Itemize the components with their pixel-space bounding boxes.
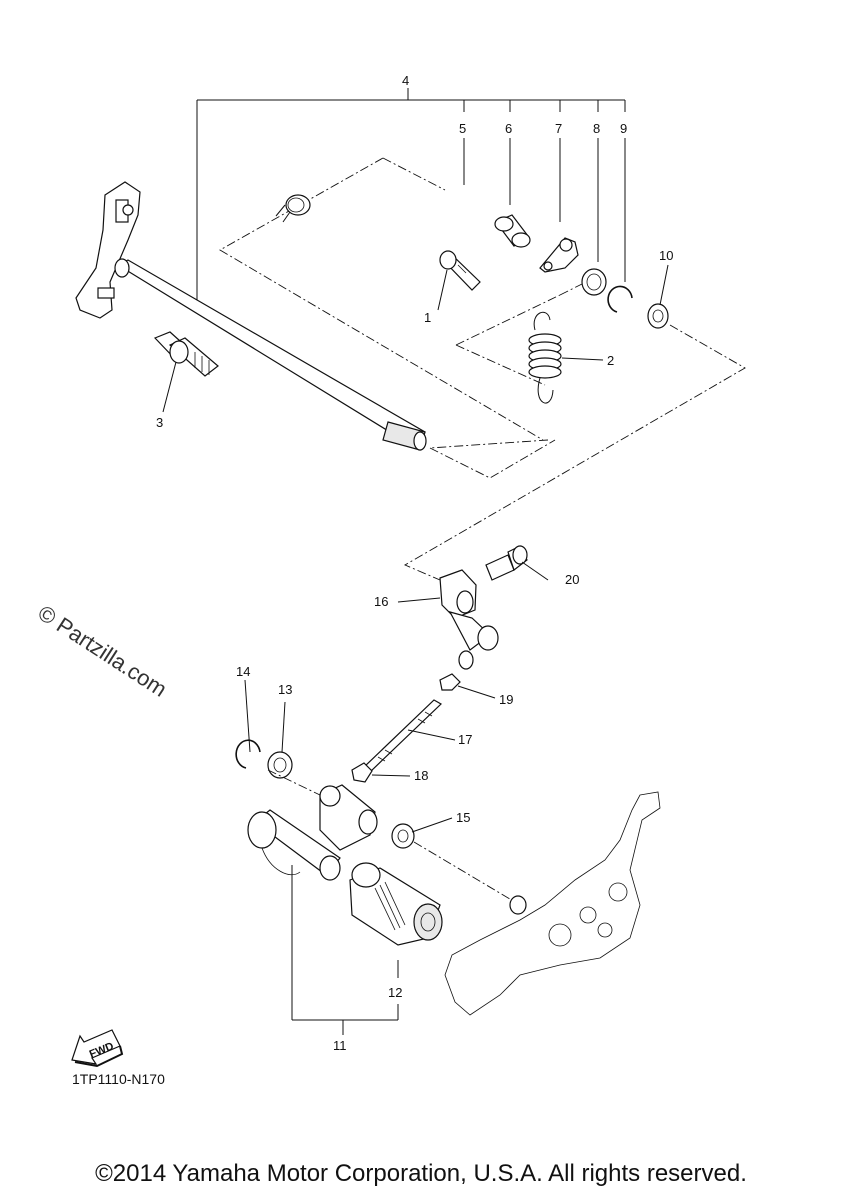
callout-label-10: 10 [659, 248, 673, 263]
part-3-stud-bolt [153, 331, 219, 377]
callout-label-1: 1 [424, 310, 431, 325]
copyright-notice: ©2014 Yamaha Motor Corporation, U.S.A. A… [95, 1160, 747, 1187]
callout-label-6: 6 [505, 121, 512, 136]
part-19-nut [439, 650, 474, 691]
callout-label-5: 5 [459, 121, 466, 136]
part-2-spring [528, 311, 562, 404]
callout-label-15: 15 [456, 810, 470, 825]
shift-shaft [75, 181, 427, 451]
part-13-washer [267, 751, 293, 779]
callout-label-2: 2 [607, 353, 614, 368]
part-11-shift-pedal [247, 784, 378, 881]
part-15-washer [391, 823, 415, 849]
callout-label-8: 8 [593, 121, 600, 136]
callout-label-18: 18 [414, 768, 428, 783]
callout-label-9: 9 [620, 121, 627, 136]
callout-label-19: 19 [499, 692, 513, 707]
part-6-collar [494, 214, 531, 248]
callout-label-16: 16 [374, 594, 388, 609]
fwd-arrow-icon: FWD [71, 1029, 124, 1068]
part-12-rubber [349, 862, 443, 946]
part-8-washer [581, 268, 607, 296]
part-20-bolt [485, 545, 528, 581]
part-16-shift-arm [439, 569, 499, 651]
callout-label-12: 12 [388, 985, 402, 1000]
callout-label-13: 13 [278, 682, 292, 697]
part-17-tie-rod [362, 699, 442, 773]
part-18-nut [351, 762, 373, 783]
part-10-washer [647, 303, 669, 329]
callout-label-3: 3 [156, 415, 163, 430]
callout-label-20: 20 [565, 572, 579, 587]
callout-label-11: 11 [333, 1038, 347, 1053]
part-14-circlip [235, 739, 261, 769]
part-1-pin [439, 250, 481, 291]
leader-lines [162, 264, 669, 833]
part-9-circlip [607, 285, 633, 313]
callout-label-4: 4 [402, 73, 409, 88]
assembly-dash-lines [219, 157, 746, 581]
callout-11-bracket [291, 865, 399, 1035]
callout-label-14: 14 [236, 664, 250, 679]
callout-label-17: 17 [458, 732, 472, 747]
part-7-lever [539, 237, 579, 273]
figure-code: 1TP1110-N170 [72, 1071, 165, 1087]
footrest-bracket [444, 791, 661, 1016]
part-5-spring [275, 194, 311, 223]
callout-label-7: 7 [555, 121, 562, 136]
callout-4-bracket [196, 88, 626, 305]
lower-dash-lines [267, 769, 521, 906]
